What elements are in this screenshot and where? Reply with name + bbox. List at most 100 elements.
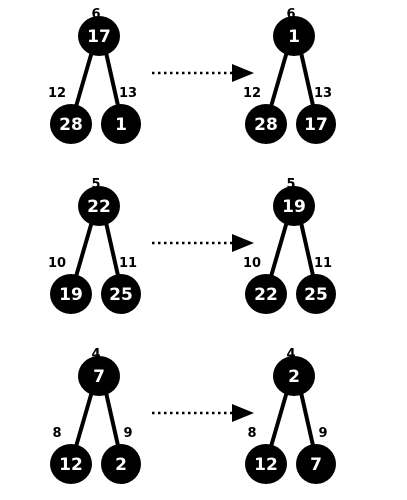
node-value: 12 — [59, 455, 83, 475]
tree-after: 2 4 12 8 7 9 — [245, 347, 336, 484]
node-index: 10 — [48, 256, 66, 271]
node-root: 1 — [273, 16, 315, 56]
step-1: 17 6 28 12 1 13 1 6 28 12 17 13 — [48, 7, 336, 144]
node-value: 28 — [254, 115, 278, 135]
arrow-head — [232, 404, 254, 422]
edge-left — [268, 46, 290, 112]
node-circle — [50, 104, 92, 144]
tree-before: 17 6 28 12 1 13 — [48, 7, 141, 144]
node-value: 2 — [115, 455, 127, 475]
node-value: 19 — [282, 197, 306, 217]
node-value: 22 — [254, 285, 278, 305]
node-index: 9 — [123, 426, 132, 441]
node-value: 1 — [288, 27, 300, 47]
step-3: 7 4 12 8 2 9 2 4 12 8 7 9 — [50, 347, 336, 484]
node-circle — [50, 444, 92, 484]
node-index: 4 — [286, 347, 295, 362]
transform-arrow — [152, 234, 254, 252]
node-left: 19 — [50, 274, 92, 314]
tree-after: 1 6 28 12 17 13 — [243, 7, 336, 144]
node-value: 12 — [254, 455, 278, 475]
arrow-head — [232, 234, 254, 252]
node-root: 19 — [273, 186, 315, 226]
node-index: 4 — [91, 347, 100, 362]
node-index: 8 — [247, 426, 256, 441]
node-index: 10 — [243, 256, 261, 271]
edge-left — [268, 216, 290, 282]
node-circle — [245, 104, 287, 144]
node-index: 9 — [318, 426, 327, 441]
transform-arrow — [152, 64, 254, 82]
node-left: 22 — [245, 274, 287, 314]
node-value: 1 — [115, 115, 127, 135]
tree-after: 19 5 22 10 25 11 — [243, 177, 336, 314]
node-value: 28 — [59, 115, 83, 135]
node-root: 7 — [78, 356, 120, 396]
node-left: 12 — [245, 444, 287, 484]
edge-right — [298, 386, 316, 452]
node-index: 11 — [314, 256, 332, 271]
node-index: 6 — [286, 7, 295, 22]
node-circle — [245, 274, 287, 314]
node-circle — [78, 186, 120, 226]
node-left: 28 — [245, 104, 287, 144]
node-index: 5 — [286, 177, 295, 192]
edge-left — [73, 216, 95, 282]
node-circle — [296, 104, 336, 144]
node-right: 25 — [296, 274, 336, 314]
step-2: 22 5 19 10 25 11 19 5 22 10 25 11 — [48, 177, 336, 314]
tree-before: 22 5 19 10 25 11 — [48, 177, 141, 314]
node-circle — [273, 16, 315, 56]
node-circle — [50, 274, 92, 314]
node-value: 7 — [93, 367, 105, 387]
node-index: 13 — [314, 86, 332, 101]
node-index: 8 — [52, 426, 61, 441]
node-left: 28 — [50, 104, 92, 144]
node-circle — [101, 104, 141, 144]
node-right: 17 — [296, 104, 336, 144]
arrow-head — [232, 64, 254, 82]
node-value: 25 — [109, 285, 133, 305]
node-circle — [296, 274, 336, 314]
node-root: 17 — [78, 16, 120, 56]
node-value: 2 — [288, 367, 300, 387]
edge-right — [298, 46, 316, 112]
node-value: 19 — [59, 285, 83, 305]
tree-before: 7 4 12 8 2 9 — [50, 347, 141, 484]
node-root: 22 — [78, 186, 120, 226]
node-index: 11 — [119, 256, 137, 271]
node-circle — [101, 274, 141, 314]
node-left: 12 — [50, 444, 92, 484]
node-right: 1 — [101, 104, 141, 144]
node-circle — [78, 16, 120, 56]
node-value: 7 — [310, 455, 322, 475]
node-value: 22 — [87, 197, 111, 217]
node-index: 12 — [243, 86, 261, 101]
node-right: 2 — [101, 444, 141, 484]
edge-left — [268, 386, 290, 452]
node-circle — [78, 356, 120, 396]
node-right: 7 — [296, 444, 336, 484]
node-index: 5 — [91, 177, 100, 192]
node-value: 25 — [304, 285, 328, 305]
node-value: 17 — [304, 115, 328, 135]
edge-left — [73, 46, 95, 112]
node-index: 6 — [91, 7, 100, 22]
edge-right — [103, 386, 121, 452]
node-index: 13 — [119, 86, 137, 101]
transform-arrow — [152, 404, 254, 422]
edge-right — [103, 46, 121, 112]
edge-right — [298, 216, 316, 282]
edge-right — [103, 216, 121, 282]
node-circle — [273, 356, 315, 396]
node-value: 17 — [87, 27, 111, 47]
edge-left — [73, 386, 95, 452]
node-index: 12 — [48, 86, 66, 101]
node-circle — [296, 444, 336, 484]
node-right: 25 — [101, 274, 141, 314]
node-root: 2 — [273, 356, 315, 396]
node-circle — [273, 186, 315, 226]
node-circle — [101, 444, 141, 484]
node-circle — [245, 444, 287, 484]
